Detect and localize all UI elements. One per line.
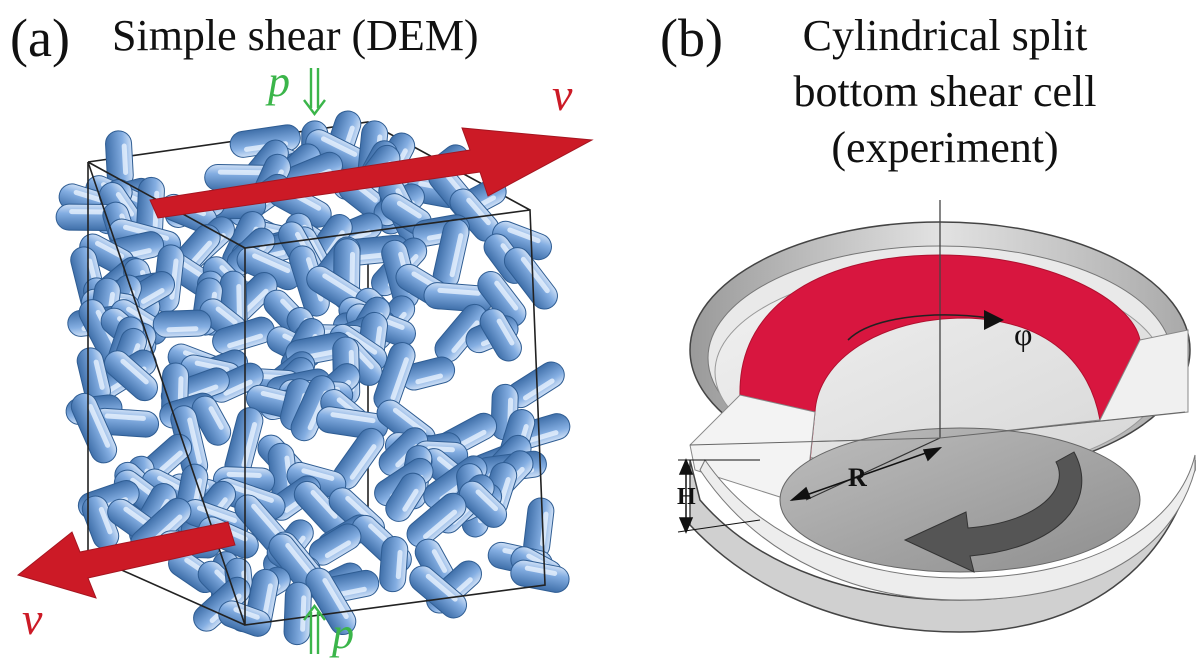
height-symbol: H bbox=[677, 484, 696, 510]
particle-highlight bbox=[330, 412, 376, 424]
particle-highlight bbox=[121, 143, 129, 175]
pressure-arrow-top-icon bbox=[303, 68, 326, 116]
panel-b-label: (b) bbox=[660, 8, 723, 68]
particle-highlight bbox=[159, 450, 183, 472]
particle-highlight bbox=[507, 227, 541, 244]
particle bbox=[477, 271, 527, 327]
particle-highlight bbox=[520, 256, 550, 294]
particle-highlight bbox=[251, 503, 282, 538]
particle-highlight bbox=[396, 200, 422, 219]
particle-highlight bbox=[345, 331, 378, 355]
rotating-disc bbox=[779, 427, 1141, 573]
particle-highlight bbox=[285, 543, 317, 582]
phi-arc bbox=[847, 314, 991, 341]
particle-highlight bbox=[431, 549, 448, 573]
velocity-symbol-top: v bbox=[552, 69, 573, 120]
particle-highlight bbox=[522, 378, 555, 401]
shear-cell bbox=[677, 200, 1196, 633]
particle bbox=[152, 309, 212, 338]
particle-highlight bbox=[98, 506, 113, 535]
particle-highlight bbox=[349, 444, 377, 480]
particle-highlight bbox=[539, 511, 549, 547]
radius-symbol: R bbox=[848, 463, 867, 492]
particle-highlight bbox=[104, 413, 146, 421]
particle-highlight bbox=[307, 236, 323, 261]
particle bbox=[191, 395, 232, 446]
particle-highlight bbox=[215, 306, 238, 325]
particle-highlight bbox=[187, 417, 202, 465]
particle-highlight bbox=[423, 509, 458, 540]
panel-a-title: Simple shear (DEM) bbox=[112, 11, 479, 60]
particle bbox=[406, 492, 467, 548]
particle-highlight bbox=[496, 318, 515, 346]
particle-highlight bbox=[87, 403, 111, 448]
particle-highlight bbox=[395, 549, 403, 580]
panel-a-label: (a) bbox=[10, 8, 70, 68]
pressure-symbol-top: p bbox=[265, 57, 290, 106]
particle-highlight bbox=[115, 192, 135, 217]
particle-highlight bbox=[120, 358, 149, 385]
pressure-arrow-bottom-icon bbox=[303, 604, 326, 654]
particle-highlight bbox=[322, 578, 349, 620]
velocity-symbol-bottom: v bbox=[22, 593, 43, 644]
particle-highlight bbox=[300, 595, 307, 632]
height-dimension bbox=[677, 458, 761, 534]
particle bbox=[458, 480, 508, 528]
angle-symbol: φ bbox=[1014, 316, 1032, 352]
particle-highlight bbox=[310, 490, 338, 519]
particle bbox=[479, 308, 522, 362]
particle-highlight bbox=[425, 573, 458, 602]
particle-highlight bbox=[437, 287, 481, 296]
radius-dimension bbox=[789, 446, 943, 502]
velocity-arrow-bottom-icon bbox=[16, 521, 236, 599]
particle-highlight bbox=[320, 136, 358, 157]
particle bbox=[103, 350, 158, 402]
particle-highlight bbox=[524, 565, 558, 576]
panel-b-title-line2: bottom shear cell bbox=[793, 67, 1096, 116]
particle-highlight bbox=[336, 586, 367, 597]
particle-highlight bbox=[301, 468, 335, 481]
velocity-arrow-top-icon bbox=[149, 127, 594, 219]
particle-highlight bbox=[126, 306, 158, 328]
panel-b: (b) Cylindrical split bottom shear cell … bbox=[660, 8, 1196, 633]
particle-highlight bbox=[324, 540, 352, 559]
particle bbox=[305, 567, 357, 636]
particle-highlight bbox=[208, 406, 224, 430]
particle-highlight bbox=[229, 484, 274, 503]
panel-a: (a) Simple shear (DEM) v v p bbox=[10, 8, 594, 658]
particle-highlight bbox=[252, 253, 291, 274]
particle-highlight bbox=[191, 240, 213, 263]
particle-highlight bbox=[217, 169, 266, 176]
particle-highlight bbox=[466, 197, 491, 226]
particle-highlight bbox=[140, 287, 165, 304]
particle-highlight bbox=[449, 233, 464, 278]
pressure-symbol-bottom: p bbox=[329, 609, 354, 658]
particle-highlight bbox=[494, 280, 519, 311]
particle bbox=[503, 247, 558, 310]
particle-highlight bbox=[322, 273, 364, 301]
particle-highlight bbox=[166, 326, 199, 333]
particle bbox=[385, 472, 427, 522]
particle-highlight bbox=[93, 359, 105, 390]
particle-highlight bbox=[402, 488, 419, 512]
particle-highlight bbox=[196, 505, 237, 524]
panel-b-title-line3: (experiment) bbox=[831, 123, 1058, 172]
particle bbox=[379, 536, 409, 593]
particle-highlight bbox=[390, 357, 409, 401]
panel-b-title-line1: Cylindrical split bbox=[803, 11, 1088, 60]
particle-highlight bbox=[475, 489, 499, 512]
rotation-arrow-icon bbox=[903, 451, 1083, 573]
particle-highlight bbox=[415, 373, 443, 385]
particle-highlight bbox=[95, 240, 125, 259]
